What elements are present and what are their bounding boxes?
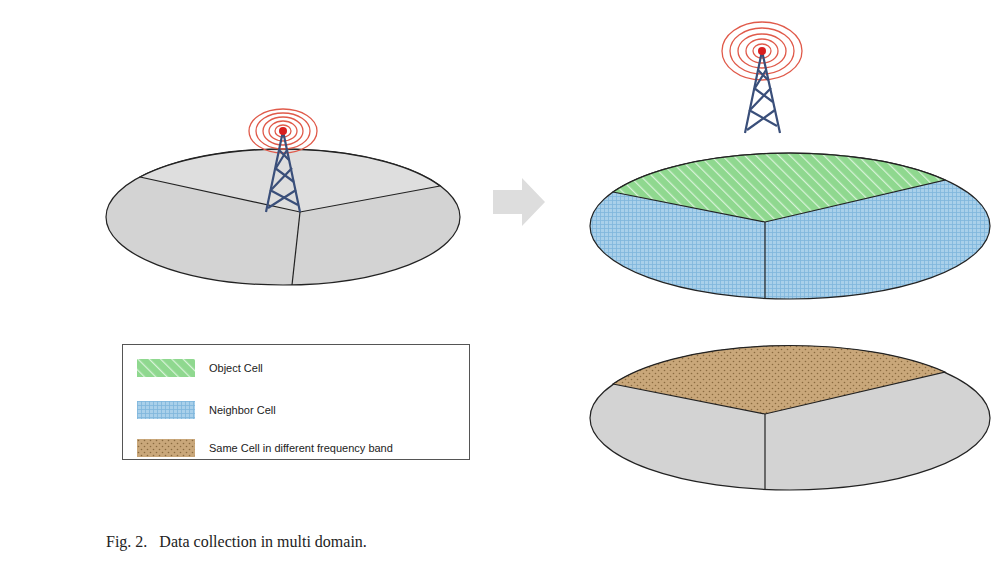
legend-entry: Same Cell in different frequency band [137, 439, 393, 457]
legend-label: Same Cell in different frequency band [209, 442, 393, 454]
figure-caption: Fig. 2. Data collection in multi domain. [106, 533, 367, 551]
legend-box: Object CellNeighbor CellSame Cell in dif… [122, 344, 470, 460]
transform-arrow [493, 178, 545, 226]
cell-disk [106, 149, 460, 285]
legend-swatch [137, 401, 195, 419]
antenna-tower [722, 22, 802, 133]
legend-swatch [137, 439, 195, 457]
legend-entry: Neighbor Cell [137, 401, 276, 419]
legend-label: Object Cell [209, 362, 263, 374]
legend-label: Neighbor Cell [209, 404, 276, 416]
antenna-tower [249, 109, 317, 212]
cell-disk [590, 346, 990, 490]
legend-swatch [137, 359, 195, 377]
cell-disk [590, 153, 990, 299]
legend-entry: Object Cell [137, 359, 263, 377]
